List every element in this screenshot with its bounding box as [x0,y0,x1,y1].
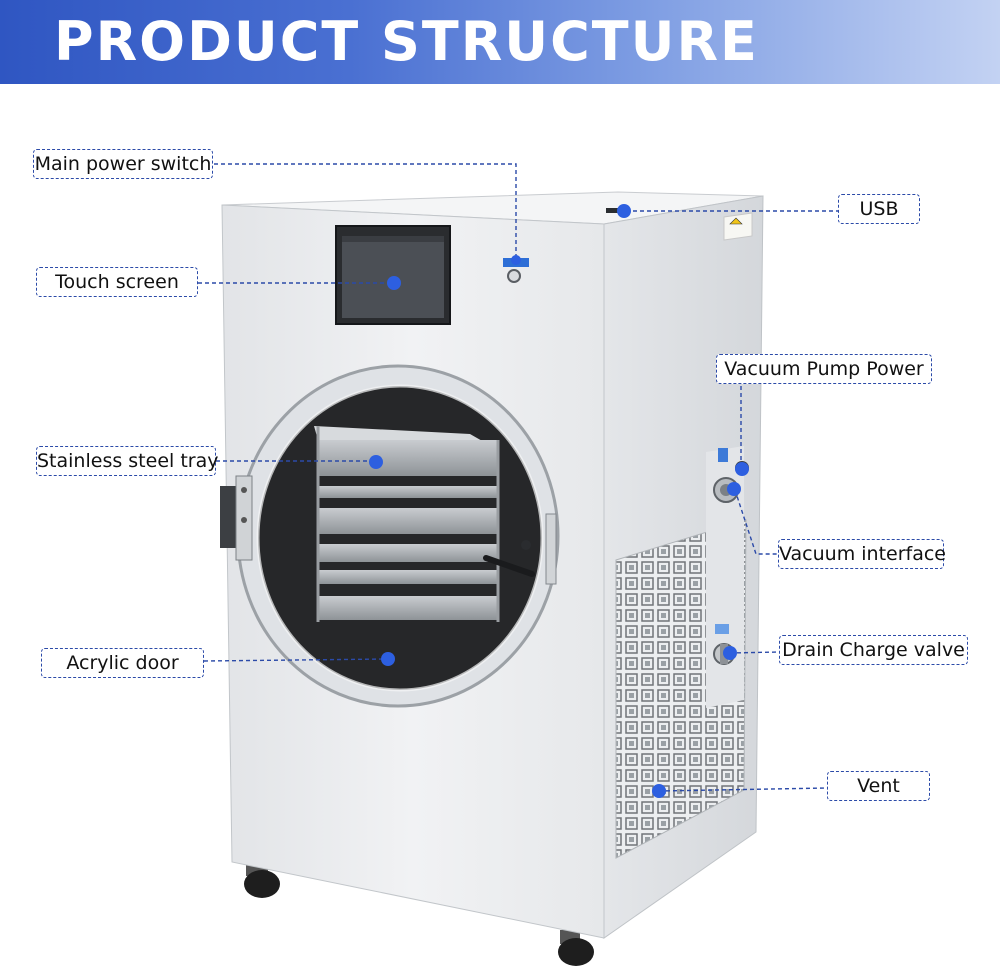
touch-screen [335,225,451,325]
label-vacuum-interface: Vacuum interface [778,539,946,569]
door-hinge [220,475,253,561]
label-touch-screen: Touch screen [36,267,198,297]
side-sticker-lower [715,624,729,634]
leader-lines [198,163,838,792]
label-usb: USB [838,194,920,224]
usb-port [606,208,622,213]
page-title: PRODUCT STRUCTURE [54,10,759,73]
header-banner: PRODUCT STRUCTURE [0,0,1000,84]
warning-triangle-icon [729,217,743,225]
acrylic-door [236,364,560,708]
side-sticker [718,448,728,462]
marker-dots [369,204,749,798]
stainless-steel-trays [314,426,500,622]
label-stainless-steel-tray: Stainless steel tray [36,446,218,476]
warning-label [723,212,753,241]
label-vent: Vent [827,771,930,801]
label-acrylic-door: Acrylic door [41,648,204,678]
connector-plate [706,446,744,708]
label-vacuum-pump-power: Vacuum Pump Power [716,354,932,384]
door-handle [483,513,557,585]
label-main-power-switch: Main power switch [33,149,213,179]
label-drain-charge-valve: Drain Charge valve [779,635,968,665]
